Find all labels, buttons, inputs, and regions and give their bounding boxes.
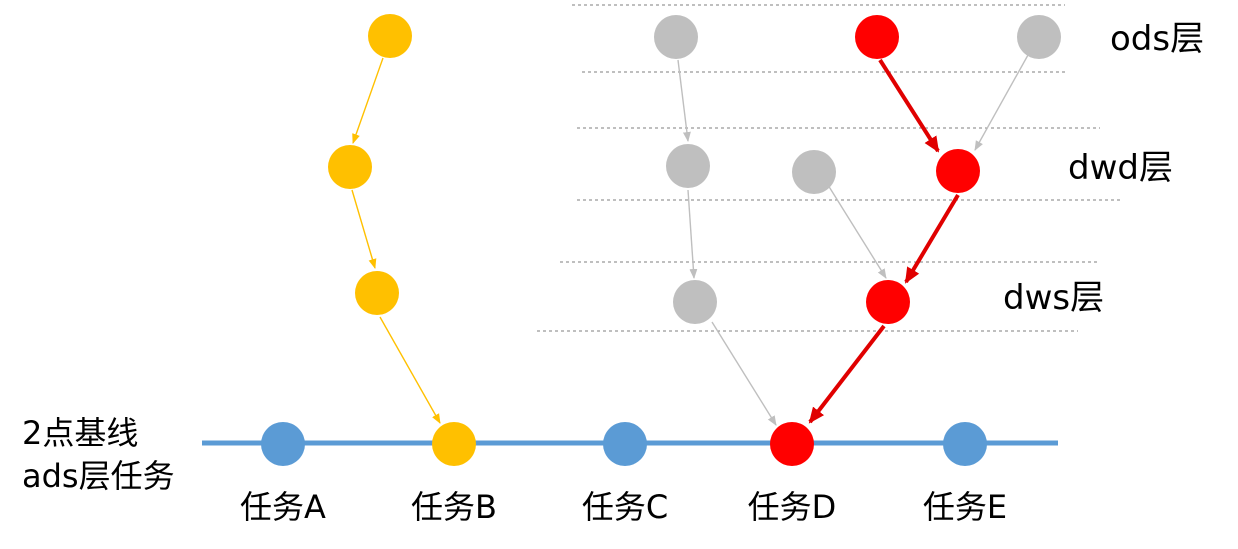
node-task-b — [432, 422, 476, 466]
task-label-d: 任务D — [748, 488, 837, 526]
node-gray-ods-2 — [1017, 15, 1061, 59]
nodes — [261, 14, 1061, 466]
baseline-label-line2: ads层任务 — [22, 457, 175, 495]
arrow-gray-5 — [827, 184, 887, 279]
node-gray-dwd-2 — [792, 150, 836, 194]
arrow-yellow-1 — [352, 57, 384, 144]
node-task-e — [943, 422, 987, 466]
arrow-yellow-3 — [379, 316, 441, 424]
task-label-b: 任务B — [411, 488, 497, 526]
arrow-red-2 — [904, 193, 960, 284]
node-yellow-dws — [355, 271, 399, 315]
node-yellow-dwd — [328, 145, 372, 189]
node-yellow-ods — [368, 14, 412, 58]
node-task-c — [603, 422, 647, 466]
yellow-dependency-chain — [351, 57, 441, 424]
baseline-label-line1: 2点基线 — [22, 414, 138, 452]
red-critical-path — [808, 58, 960, 424]
task-label-a: 任务A — [240, 488, 326, 526]
task-label-e: 任务E — [923, 488, 1007, 526]
arrow-gray-1 — [677, 59, 691, 142]
layer-separators — [537, 4, 1120, 332]
arrow-gray-4 — [974, 54, 1029, 151]
gray-dependency-chains — [677, 54, 1029, 426]
layer-label-dws: dws层 — [1003, 278, 1104, 318]
node-red-ods — [855, 15, 899, 59]
arrow-red-1 — [878, 58, 940, 153]
node-task-a — [261, 422, 305, 466]
node-gray-ods-1 — [654, 15, 698, 59]
layer-label-dwd: dwd层 — [1068, 148, 1173, 188]
node-red-dws — [866, 280, 910, 324]
node-gray-dwd-1 — [666, 144, 710, 188]
arrow-red-3 — [808, 324, 886, 424]
arrow-gray-2 — [687, 189, 698, 279]
task-label-c: 任务C — [582, 488, 668, 526]
node-red-dwd — [936, 149, 980, 193]
arrow-gray-3 — [711, 321, 777, 426]
arrow-yellow-2 — [351, 189, 377, 269]
node-gray-dws-1 — [673, 280, 717, 324]
layer-label-ods: ods层 — [1110, 19, 1204, 59]
node-task-d — [770, 422, 814, 466]
